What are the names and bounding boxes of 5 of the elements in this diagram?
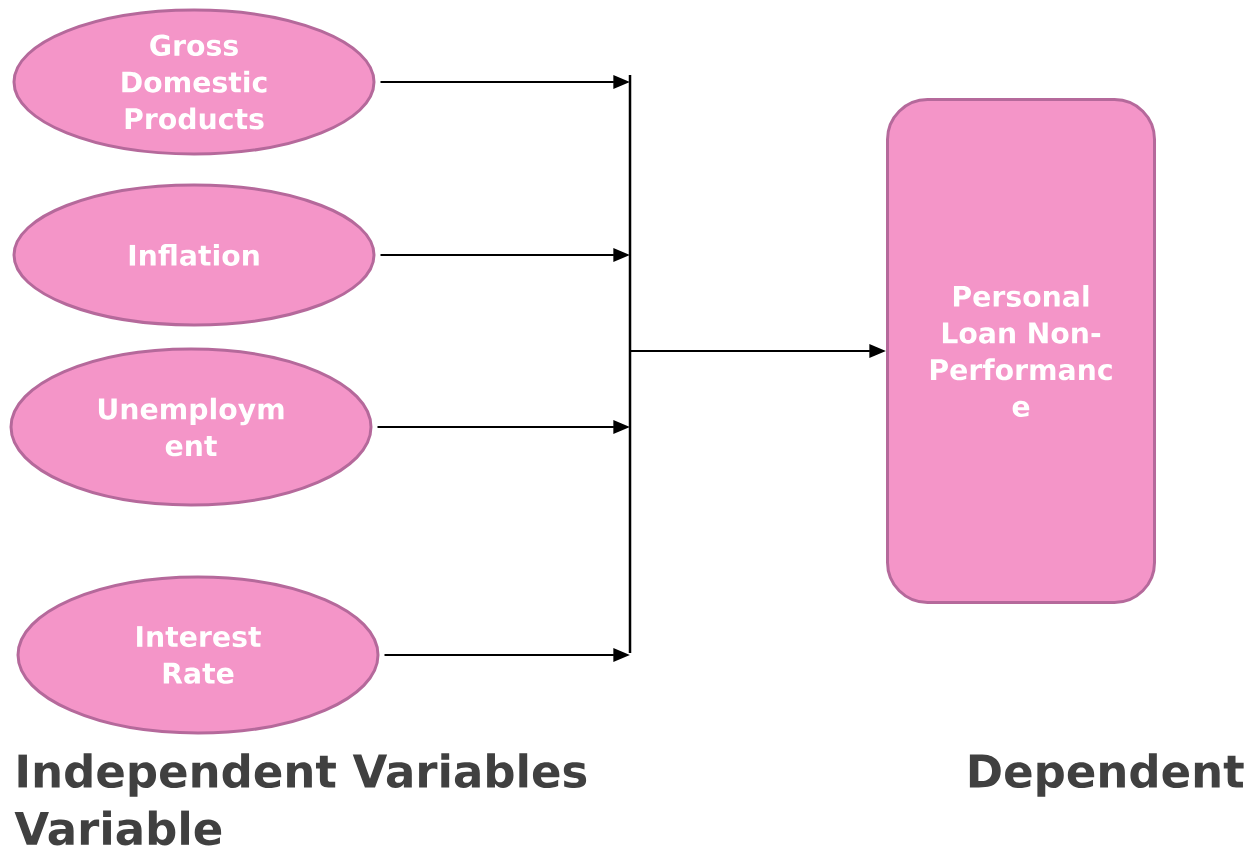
junction-bar bbox=[628, 73, 632, 655]
axis-caption: Independent Variables bbox=[18, 753, 587, 797]
axis-caption: Dependent bbox=[969, 753, 1244, 797]
outcome-box: Personal Loan Non- Performanc e bbox=[886, 98, 1156, 604]
axis-caption: Variable bbox=[14, 810, 222, 846]
